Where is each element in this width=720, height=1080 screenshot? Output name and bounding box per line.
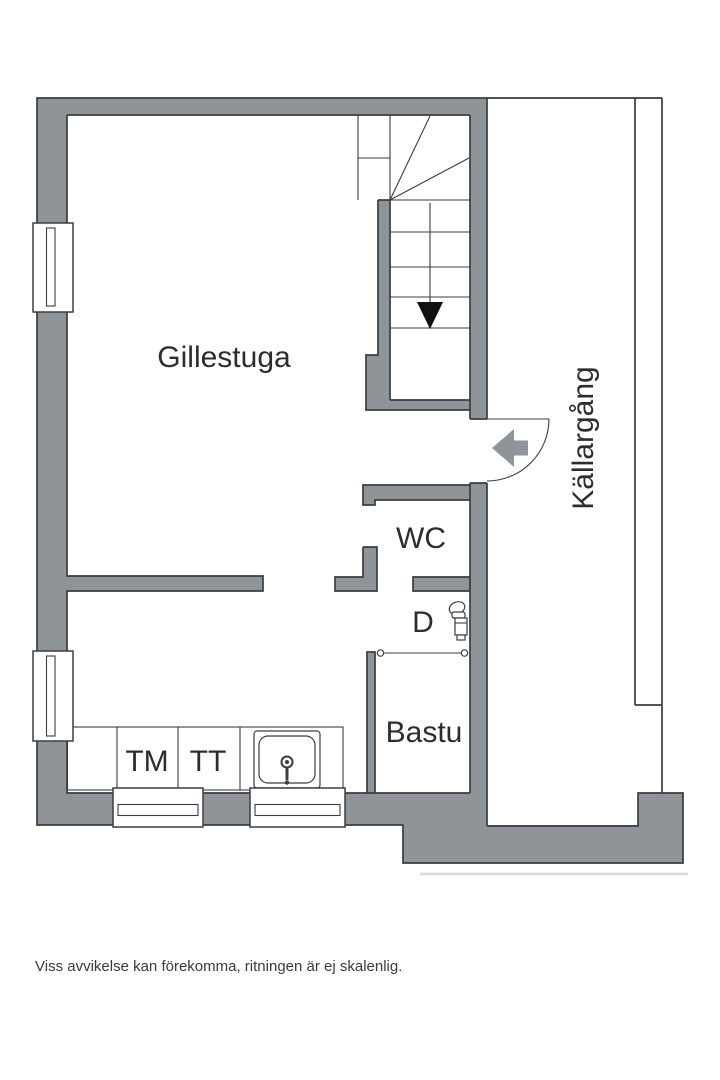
stair-direction-arrow [417,302,443,329]
room-label-gillestuga: Gillestuga [157,341,291,374]
entry-arrow-icon [492,429,528,467]
washing-machine-label: TM [125,745,168,778]
room-label-dusch: D [412,606,434,639]
wall-outlines [36,97,688,876]
window-icon-bottom-right [249,787,346,828]
window-icon-left-upper [32,222,74,313]
stairs-icon [357,115,470,329]
sink-icon [253,730,321,789]
tumble-dryer-label: TT [190,745,227,778]
window-icon-bottom-left [112,787,204,828]
glass-partition-icon [376,649,469,657]
window-icon-left-lower [32,650,74,742]
room-label-wc: WC [396,522,446,555]
shower-icon [448,601,468,641]
disclaimer-text: Viss avvikelse kan förekomma, ritningen … [35,958,402,975]
room-label-kallargang: Källargång [567,366,600,509]
laundry-counter [66,726,344,791]
room-label-bastu: Bastu [386,716,463,749]
door-arc-icon [486,418,550,482]
